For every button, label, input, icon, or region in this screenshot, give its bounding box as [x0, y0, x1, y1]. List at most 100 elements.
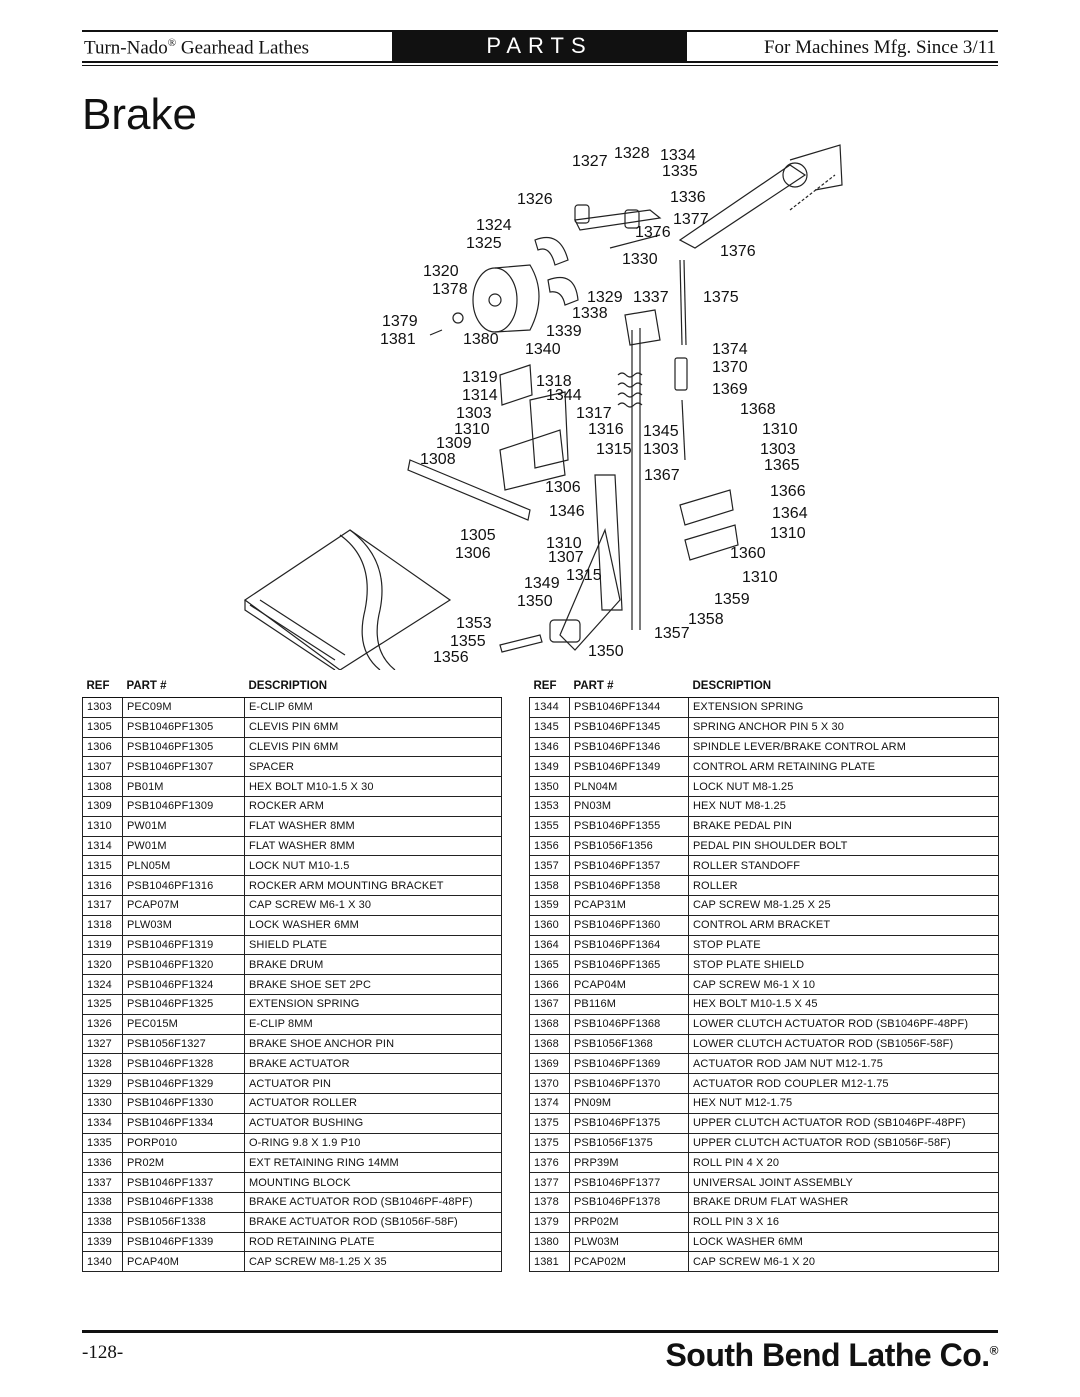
- cell-ref: 1379: [529, 1211, 570, 1233]
- cell-description: LOCK NUT M10-1.5: [244, 855, 502, 877]
- cell-description: ACTUATOR PIN: [244, 1073, 502, 1094]
- cell-ref: 1375: [529, 1132, 570, 1154]
- cell-part-number: PN03M: [569, 795, 689, 817]
- cell-ref: 1355: [529, 815, 570, 837]
- cell-description: ACTUATOR ROD COUPLER M12-1.75: [688, 1073, 999, 1094]
- callout-label: 1307: [548, 549, 584, 566]
- cell-description: ROLL PIN 4 X 20: [688, 1152, 999, 1174]
- cell-description: ACTUATOR ROLLER: [244, 1092, 502, 1114]
- cell-part-number: PEC015M: [122, 1013, 245, 1035]
- callout-label: 1369: [712, 381, 748, 398]
- cell-part-number: PORP010: [122, 1132, 245, 1154]
- callout-label: 1337: [633, 289, 669, 306]
- cell-part-number: PSB1046PF1344: [569, 697, 689, 718]
- cell-description: SPACER: [244, 756, 502, 778]
- cell-description: ROCKER ARM: [244, 795, 502, 817]
- callout-label: 1315: [566, 567, 602, 584]
- cell-part-number: PSB1046PF1357: [569, 855, 689, 877]
- column-header-ref: REF: [529, 677, 570, 698]
- callout-label: 1350: [588, 643, 624, 660]
- cell-ref: 1335: [82, 1132, 123, 1154]
- cell-description: CLEVIS PIN 6MM: [244, 716, 502, 738]
- cell-ref: 1319: [82, 934, 123, 956]
- cell-ref: 1305: [82, 716, 123, 738]
- callout-label: 1305: [460, 527, 496, 544]
- cell-part-number: PW01M: [122, 815, 245, 837]
- cell-part-number: PSB1046PF1355: [569, 815, 689, 837]
- cell-ref: 1325: [82, 993, 123, 1015]
- callout-label: 1345: [643, 423, 679, 440]
- cell-description: FLAT WASHER 8MM: [244, 815, 502, 837]
- callout-label: 1368: [740, 401, 776, 418]
- cell-part-number: PLW03M: [122, 914, 245, 936]
- cell-part-number: PSB1046PF1328: [122, 1053, 245, 1075]
- cell-description: E-CLIP 6MM: [244, 697, 502, 718]
- cell-description: MOUNTING BLOCK: [244, 1172, 502, 1193]
- cell-ref: 1328: [82, 1053, 123, 1075]
- callout-label: 1364: [772, 505, 808, 522]
- cell-description: PEDAL PIN SHOULDER BOLT: [688, 835, 999, 857]
- cell-ref: 1375: [529, 1112, 570, 1134]
- cell-part-number: PSB1046PF1334: [122, 1112, 245, 1134]
- cell-ref: 1374: [529, 1092, 570, 1114]
- cell-ref: 1326: [82, 1013, 123, 1035]
- callout-label: 1335: [662, 163, 698, 180]
- cell-part-number: PCAP07M: [122, 894, 245, 916]
- cell-ref: 1324: [82, 974, 123, 995]
- cell-ref: 1360: [529, 914, 570, 936]
- section-tab: PARTS: [392, 30, 687, 61]
- cell-part-number: PRP39M: [569, 1152, 689, 1174]
- cell-part-number: PR02M: [122, 1152, 245, 1174]
- callout-label: 1319: [462, 369, 498, 386]
- cell-part-number: PSB1046PF1338: [122, 1191, 245, 1213]
- cell-part-number: PLN04M: [569, 776, 689, 797]
- cell-ref: 1349: [529, 756, 570, 778]
- header-mfg-note: For Machines Mfg. Since 3/11: [763, 37, 996, 58]
- callout-label: 1303: [643, 441, 679, 458]
- cell-part-number: PLW03M: [569, 1231, 689, 1253]
- callout-label: 1380: [463, 331, 499, 348]
- footer-rule: [82, 1330, 998, 1333]
- cell-description: UNIVERSAL JOINT ASSEMBLY: [688, 1172, 999, 1193]
- cell-ref: 1359: [529, 894, 570, 916]
- cell-ref: 1350: [529, 776, 570, 797]
- cell-description: ACTUATOR BUSHING: [244, 1112, 502, 1134]
- cell-description: BRAKE SHOE SET 2PC: [244, 974, 502, 995]
- cell-description: LOCK WASHER 6MM: [688, 1231, 999, 1253]
- cell-ref: 1381: [529, 1251, 570, 1273]
- callout-label: 1325: [466, 235, 502, 252]
- cell-description: BRAKE PEDAL PIN: [688, 815, 999, 837]
- cell-ref: 1318: [82, 914, 123, 936]
- callout-label: 1344: [546, 387, 582, 404]
- callout-label: 1370: [712, 359, 748, 376]
- cell-description: CAP SCREW M6-1 X 30: [244, 894, 502, 916]
- cell-description: CAP SCREW M8-1.25 X 35: [244, 1251, 502, 1273]
- callout-label: 1303: [760, 441, 796, 458]
- table-header-row: REF PART # DESCRIPTION: [82, 677, 502, 698]
- cell-description: LOWER CLUTCH ACTUATOR ROD (SB1056F-58F): [688, 1033, 999, 1055]
- callout-label: 1306: [455, 545, 491, 562]
- callout-label: 1328: [614, 145, 650, 162]
- cell-part-number: PSB1046PF1309: [122, 795, 245, 817]
- cell-ref: 1364: [529, 934, 570, 956]
